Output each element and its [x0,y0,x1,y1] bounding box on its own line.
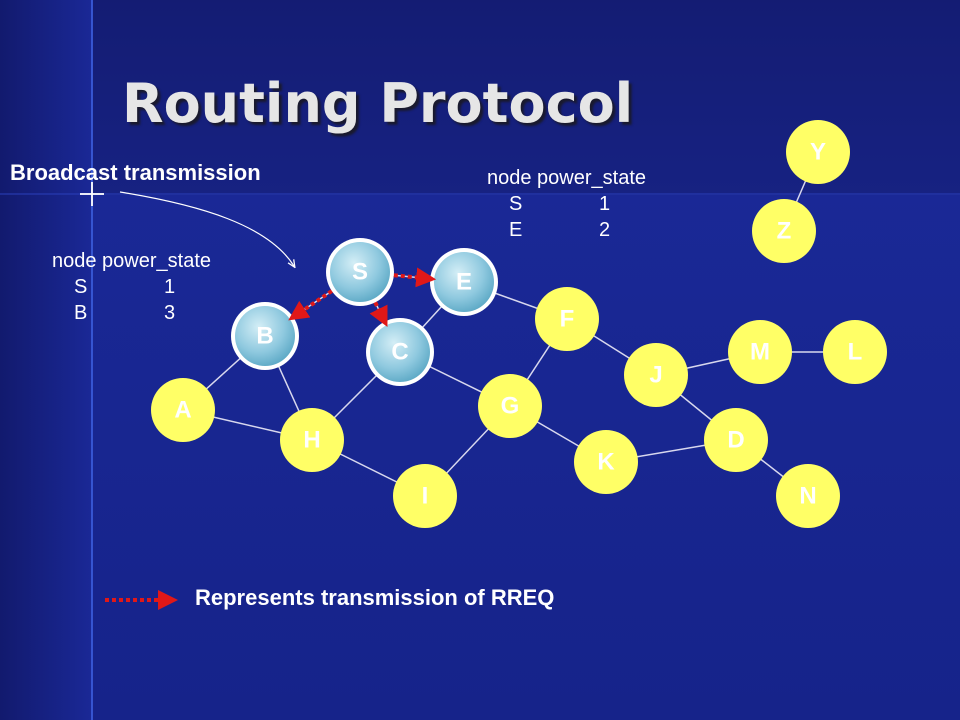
table-row: S 1 [487,191,646,217]
table-cell-power: 3 [164,302,176,324]
node-label: D [727,427,744,454]
node-E: E [430,248,498,316]
power-state-table-right: node power_state S 1 E 2 [487,165,646,243]
node-circle [624,343,688,407]
table-row: B 3 [52,300,211,326]
node-circle [704,408,768,472]
node-label: C [391,339,408,366]
node-S: S [326,238,394,306]
table-cell-power: 1 [164,276,176,298]
node-fill [434,252,494,312]
node-circle [393,464,457,528]
node-label: J [649,362,662,389]
broadcast-pointer [119,191,294,266]
node-circle [478,374,542,438]
node-label: I [422,483,429,510]
node-label: M [750,339,770,366]
node-circle [786,120,850,184]
node-K: K [574,430,638,494]
power-state-table-left: node power_state S 1 B 3 [52,248,211,326]
node-label: H [303,427,320,454]
table-cell-power: 1 [599,193,611,215]
node-C: C [366,318,434,386]
table-row: S 1 [52,274,211,300]
node-label: E [456,269,472,296]
node-J: J [624,343,688,407]
node-A: A [151,378,215,442]
node-label: S [352,259,368,286]
node-N: N [776,464,840,528]
node-Z: Z [752,199,816,263]
node-circle [280,408,344,472]
node-label: G [501,393,520,420]
node-label: Y [810,139,826,166]
node-circle [574,430,638,494]
node-circle [823,320,887,384]
rreq-arrow-S-C [369,301,388,327]
legend-label: Represents transmission of RREQ [195,585,555,610]
node-label: F [560,306,575,333]
node-B: B [231,302,299,370]
node-circle [752,199,816,263]
node-label: A [174,397,191,424]
slide-title: Routing Protocol [122,72,634,135]
table-header: node power_state [52,250,212,272]
node-label: B [256,323,273,350]
node-fill [370,322,430,382]
node-fill [330,242,390,302]
table-cell-node: B [74,302,88,324]
node-circle [728,320,792,384]
node-M: M [728,320,792,384]
node-I: I [393,464,457,528]
table-cell-node: S [509,193,523,215]
node-G: G [478,374,542,438]
broadcast-label: Broadcast transmission [10,160,261,185]
table-cell-power: 2 [599,219,611,241]
node-circle [535,287,599,351]
node-H: H [280,408,344,472]
table-row: E 2 [487,217,646,243]
node-F: F [535,287,599,351]
node-circle [776,464,840,528]
node-label: K [597,449,615,476]
node-label: N [799,483,816,510]
rreq-arrow-S-E [393,267,437,288]
node-L: L [823,320,887,384]
node-label: L [848,339,863,366]
node-Y: Y [786,120,850,184]
table-cell-node: E [509,219,523,241]
node-label: Z [777,218,792,245]
node-fill [235,306,295,366]
table-header: node power_state [487,167,647,189]
node-circle [151,378,215,442]
rreq-arrow-S-B [288,289,333,321]
table-cell-node: S [74,276,88,298]
node-D: D [704,408,768,472]
